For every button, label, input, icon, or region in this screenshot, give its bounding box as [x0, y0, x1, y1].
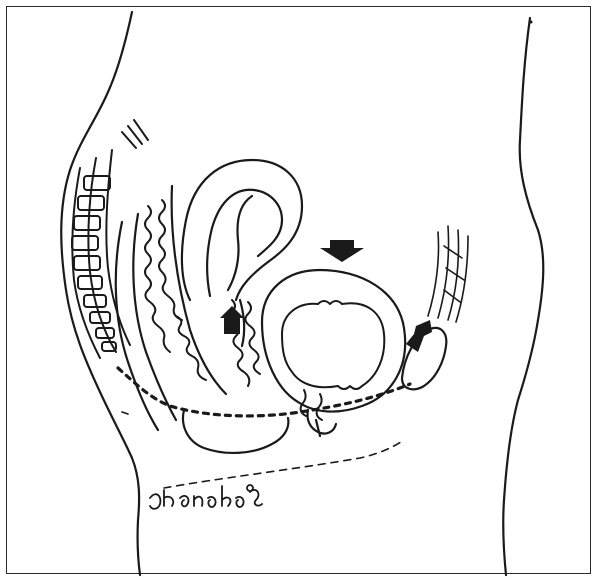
arrow-left [220, 306, 244, 334]
artist-signature [150, 485, 262, 509]
urethra [307, 410, 336, 436]
bowel-loop-lumen [228, 196, 252, 290]
body-outline-back [61, 12, 140, 575]
body-outline-front [503, 18, 543, 575]
downward-arrow [320, 240, 364, 262]
anterior-wall-lines [428, 226, 468, 322]
spine [72, 120, 148, 358]
bowel-loop-inner [207, 190, 282, 296]
vaginal-wall-2 [245, 302, 260, 374]
posterior-tissue-line-2 [133, 214, 176, 420]
rectum-wall-inner [159, 200, 182, 320]
bladder-inner [282, 301, 384, 389]
arrow-right [406, 320, 432, 352]
dash-mark [122, 412, 128, 414]
rectum-lower [176, 316, 206, 380]
pubic-bone [402, 328, 446, 389]
bowel-loop-side [240, 300, 244, 346]
body-outline-mark [530, 21, 533, 24]
